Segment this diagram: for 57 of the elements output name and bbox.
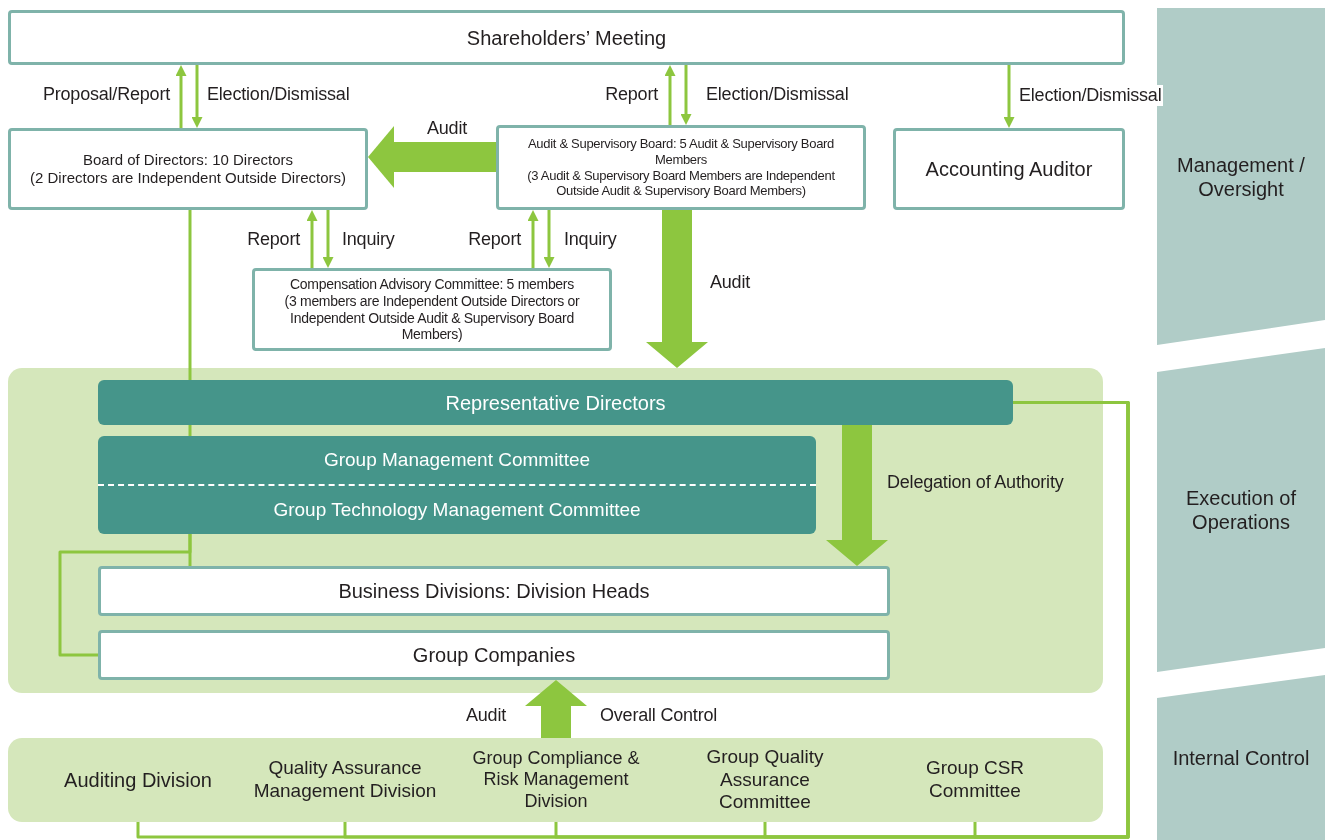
arrow xyxy=(306,210,318,268)
org-box xyxy=(8,128,368,210)
section-band xyxy=(1157,675,1325,840)
block-arrow xyxy=(368,126,496,188)
box-title: Board of Directors: 10 Directors xyxy=(82,151,294,169)
arrow xyxy=(543,210,555,268)
org-box xyxy=(252,268,612,351)
box-title: Group Companies xyxy=(412,643,576,667)
box-title: Auditing Division xyxy=(64,768,212,792)
box-title: Quality Assurance Management Division xyxy=(253,757,437,803)
connector-line xyxy=(188,425,192,436)
box-note: (3 Audit & Supervisory Board Members are Independent Outside Audit & Supervisory Board Members) xyxy=(526,167,836,199)
committee-name: Group Management Committee xyxy=(322,448,592,472)
box-title: Audit & Supervisory Board: 5 Audit & Supervisory Board Members xyxy=(526,136,836,168)
org-box xyxy=(496,125,866,210)
committee-box xyxy=(98,436,816,534)
box-title: Representative Directors xyxy=(445,390,666,415)
org-box xyxy=(8,10,1125,65)
edge-label: Report xyxy=(466,229,523,250)
arrow xyxy=(527,210,539,268)
box-note: (2 Directors are Independent Outside Directors) xyxy=(30,169,346,187)
box-title: Group Quality Assurance Committee xyxy=(705,745,825,815)
box-title: Shareholders’ Meeting xyxy=(466,25,667,50)
arrow xyxy=(322,210,334,268)
arrow xyxy=(664,65,676,125)
org-box xyxy=(893,128,1125,210)
edge-label: Election/Dismissal xyxy=(1017,85,1164,106)
edge-label: Inquiry xyxy=(562,229,619,250)
box-title: Internal Control xyxy=(1172,745,1310,770)
committee-box xyxy=(98,380,1013,425)
edge-label: Inquiry xyxy=(340,229,397,250)
committee-name: Group Technology Management Committee xyxy=(98,484,816,534)
edge-label: Report xyxy=(603,84,660,105)
box-title: Accounting Auditor xyxy=(925,157,1093,181)
arrow xyxy=(191,65,203,128)
box-title: Group CSR Committee xyxy=(924,757,1026,803)
box-note: (3 members are Independent Outside Directors or Independent Outside Audit & Supervisory Board Members) xyxy=(283,292,581,344)
connector-line xyxy=(188,210,192,380)
block-arrow xyxy=(826,425,888,566)
block-arrow xyxy=(525,680,587,738)
section-panel xyxy=(8,368,1103,693)
arrow xyxy=(680,65,692,125)
connector-line xyxy=(973,401,1130,839)
arrow xyxy=(175,65,187,128)
block-arrow xyxy=(646,210,708,368)
box-title: Compensation Advisory Committee: 5 members xyxy=(290,275,574,293)
box-title: Management / Oversight xyxy=(1176,152,1306,201)
edge-label: Report xyxy=(245,229,302,250)
org-box xyxy=(98,630,890,680)
section-panel xyxy=(8,738,1103,822)
org-box xyxy=(98,566,890,616)
box-title: Business Divisions: Division Heads xyxy=(338,579,650,603)
arrow xyxy=(1003,65,1015,128)
box-title: Execution of Operations xyxy=(1184,486,1298,534)
edge-label: Delegation of Authority xyxy=(885,472,1066,493)
connector-line xyxy=(58,534,192,657)
box-title: Group Compliance & Risk Management Division xyxy=(471,747,641,813)
